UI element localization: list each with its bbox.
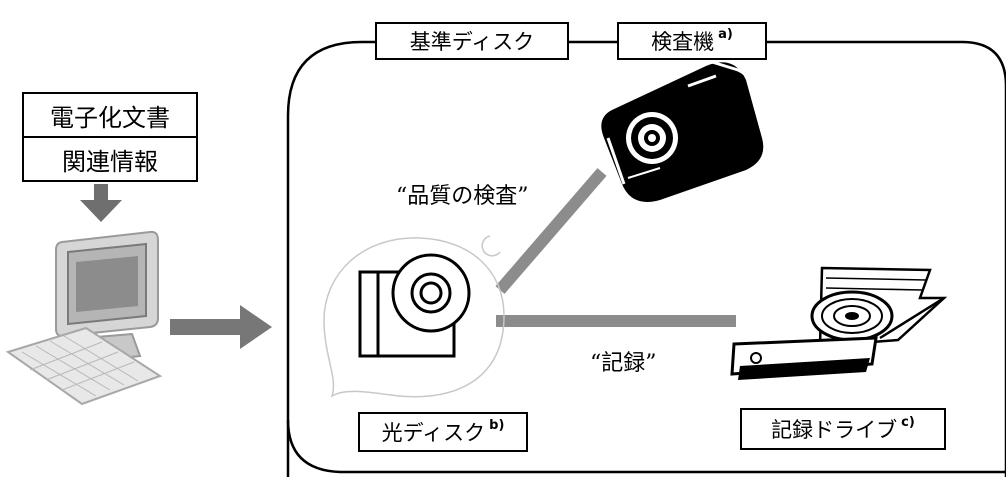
inspector-footnote: a) (718, 26, 733, 42)
recording-drive-label: 記録ドライブ c) (740, 408, 946, 450)
document-box-related-info: 関連情報 (22, 136, 198, 182)
recording-drive-footnote: c) (901, 414, 915, 430)
inspector-device-icon (601, 60, 766, 202)
record-caption: “記録” (590, 351, 657, 376)
recording-drive-icon (730, 266, 948, 380)
right-arrow (170, 305, 272, 349)
optical-disk-footnote: b) (489, 417, 505, 433)
inspector-tab: 検査機 a) (617, 22, 767, 60)
reference-disk-tab: 基準ディスク (375, 22, 569, 60)
connector-to-inspector (495, 168, 607, 294)
quality-check-caption: “品質の検査” (396, 184, 529, 209)
document-box-title: 電子化文書 (22, 92, 198, 138)
optical-disk-icon (323, 235, 505, 398)
optical-disk-label: 光ディスク b) (358, 412, 528, 452)
down-arrow (80, 184, 122, 222)
computer-icon (5, 230, 163, 406)
